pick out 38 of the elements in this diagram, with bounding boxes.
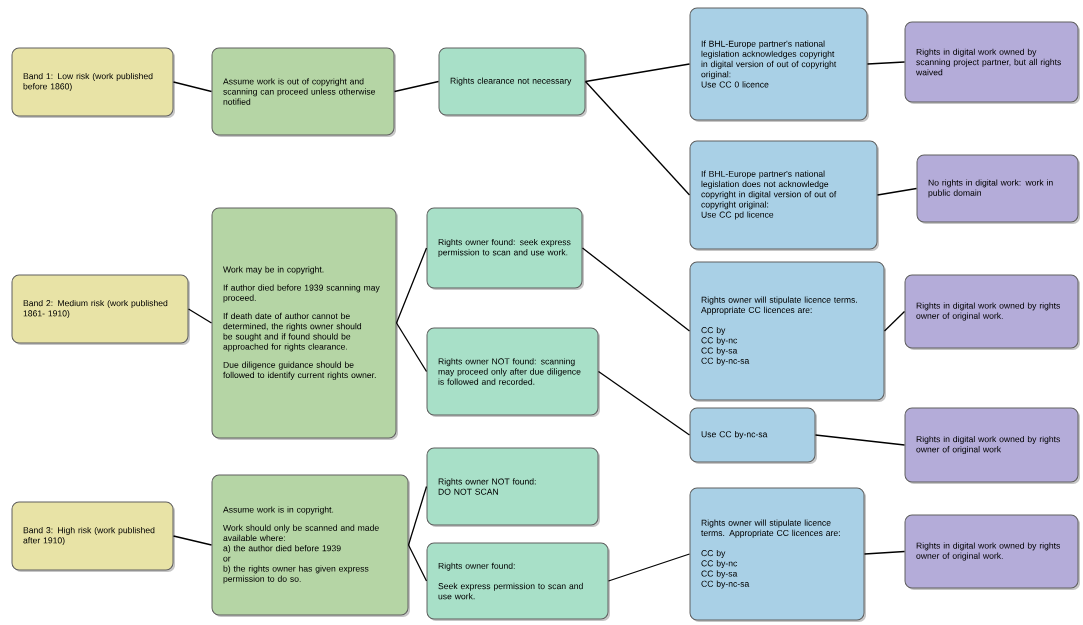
connector-line <box>581 247 691 332</box>
connector-line <box>172 81 213 93</box>
risk-band-box: Band 2: Medium risk (work published 1861- 1910) <box>11 274 190 345</box>
process-box: Assume work is out of copyright and scanning can proceed unless otherwise notified <box>211 47 396 137</box>
licence-box: Use CC by-nc-sa <box>689 407 817 464</box>
connector-line <box>393 80 440 93</box>
process-box: Rights owner found: seek express permission to scan and use work. <box>426 207 584 290</box>
outcome-box: Rights in digital work owned by rights owner of original work <box>904 407 1080 484</box>
process-box: Rights owner NOT found: DO NOT SCAN <box>426 447 600 527</box>
connector-line <box>584 80 691 196</box>
connector-line <box>607 553 691 582</box>
connector-line <box>407 544 428 582</box>
connector-line <box>876 187 918 196</box>
outcome-box: No rights in digital work: work in public domain <box>916 154 1080 224</box>
process-box: Rights clearance not necessary <box>438 47 587 117</box>
connector-line <box>814 434 906 446</box>
connector-line <box>395 247 428 324</box>
process-box: Assume work is in copyright. Work should only be scanned and made available where: a) the author died before 1939 or b) the rights owner has given express permission to do so. <box>211 474 410 617</box>
process-box: Work may be in copyright. If author died before 1939 scanning may proceed. If death date of author cannot be determined, the rights owner should be sought and if found should be approached for rights clearance. Due diligence guidance should be followed to identify current rights owner. <box>211 207 398 440</box>
connector-line <box>866 61 906 65</box>
licence-box: Rights owner will stipulate licence terms. Appropriate CC licences are: CC by CC by-nc CC by-sa CC by-nc-sa <box>689 487 866 622</box>
connector-line <box>187 308 213 324</box>
outcome-box: Rights in digital work owned by rights owner of original work. <box>904 274 1080 350</box>
connector-line <box>172 535 213 546</box>
risk-band-box: Band 1: Low risk (work published before 1860) <box>11 47 175 118</box>
connector-line <box>863 550 906 555</box>
licence-box: Rights owner will stipulate licence terms. Appropriate CC licences are: CC by CC by-nc CC by-sa CC by-nc-sa <box>689 261 886 402</box>
process-box: Rights owner found: Seek express permission to scan and use work. <box>426 542 610 621</box>
connector-line <box>395 322 428 373</box>
connector-line <box>883 310 906 332</box>
connector-line <box>584 63 691 83</box>
connector-line <box>597 370 691 436</box>
outcome-box: Rights in digital work owned by scanning project partner, but all rights waived <box>904 21 1080 104</box>
risk-band-box: Band 3: High risk (work published after 1910) <box>11 501 175 572</box>
outcome-box: Rights in digital work owned by rights owner of original work. <box>904 514 1080 590</box>
licence-box: If BHL-Europe partner's national legislation acknowledges copyright in digital version of out of copyright original: Use CC 0 licence <box>689 7 869 122</box>
licence-box: If BHL-Europe partner's national legislation does not acknowledge copyright in digital version of out of copyright original: Use CC pd licence <box>689 140 879 251</box>
process-box: Rights owner NOT found: scanning may proceed only after due diligence is followed and recorded. <box>426 327 600 417</box>
